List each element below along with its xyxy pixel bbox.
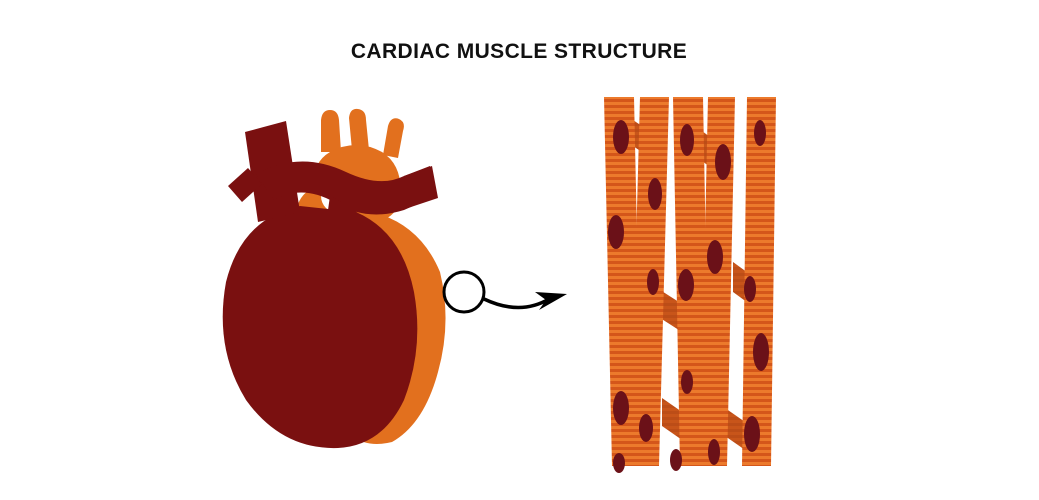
nucleus [647, 269, 659, 295]
muscle-nuclei [608, 120, 769, 473]
pulmonary-trunk-connector [322, 196, 374, 252]
magnifier-circle-icon[interactable] [442, 270, 486, 314]
nucleus [753, 333, 769, 371]
nucleus [613, 453, 625, 473]
nucleus [670, 449, 682, 471]
cardiac-muscle-tissue [604, 97, 776, 473]
nucleus [715, 144, 731, 180]
callout-arrow-head-icon [535, 292, 567, 310]
branch-segment [725, 408, 748, 452]
nucleus [681, 370, 693, 394]
nucleus [744, 276, 756, 302]
nucleus [613, 120, 629, 154]
nucleus [707, 240, 723, 274]
muscle-fiber [700, 97, 735, 466]
muscle-fibers [604, 97, 776, 466]
nucleus [608, 215, 624, 249]
vena-cava-branch [228, 168, 262, 202]
muscle-fiber [742, 97, 776, 466]
page-title: CARDIAC MUSCLE STRUCTURE [351, 40, 687, 63]
branch-segment [662, 398, 685, 442]
magnifier-callout[interactable] [442, 270, 567, 314]
nucleus [744, 416, 760, 452]
nucleus [680, 124, 694, 156]
heart-anatomy-illustration [222, 108, 446, 449]
pulmonary-artery-band [256, 161, 436, 215]
right-ventricle [352, 212, 446, 444]
nucleus [648, 178, 662, 210]
nucleus [613, 391, 629, 425]
pulmonary-artery-stub [404, 166, 438, 208]
nucleus [708, 439, 720, 465]
nucleus [678, 269, 694, 301]
callout-arrow-line [482, 297, 551, 310]
nucleus [639, 414, 653, 442]
left-ventricle-body [222, 206, 418, 449]
nucleus [754, 120, 766, 146]
